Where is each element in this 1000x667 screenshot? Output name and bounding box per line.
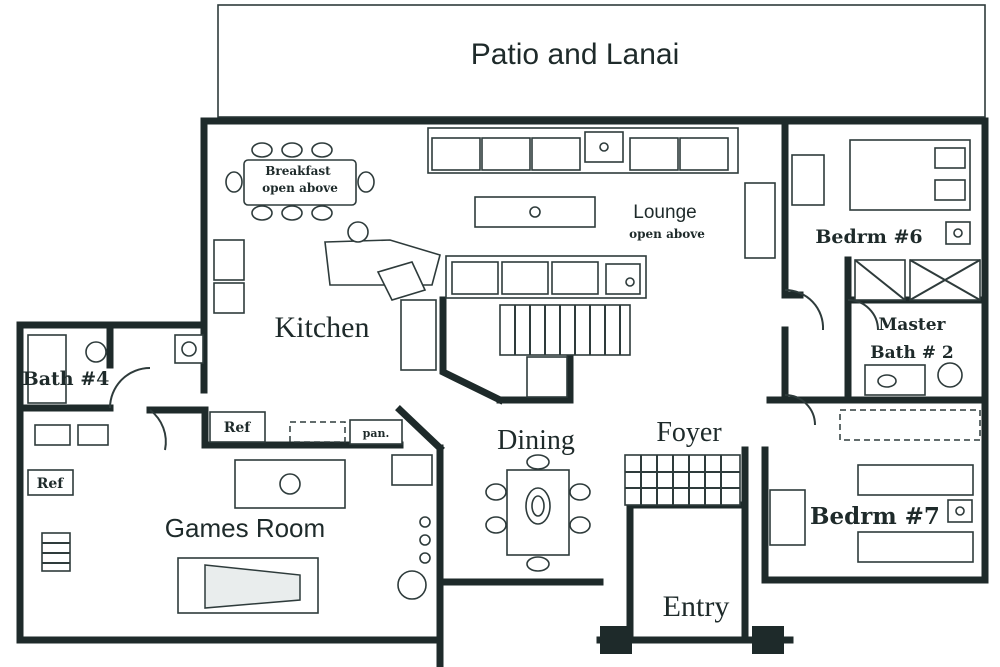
foyer-label: Foyer xyxy=(656,417,722,448)
patio-label: Patio and Lanai xyxy=(471,38,680,71)
bedroom6-furniture xyxy=(791,139,971,245)
master-bath-fixtures xyxy=(854,259,981,396)
entry-label: Entry xyxy=(663,590,730,623)
breakfast-label: Breakfast xyxy=(265,164,331,178)
bedroom7-label: Bedrm #7 xyxy=(810,503,940,530)
walls xyxy=(16,117,989,667)
bedroom7-furniture xyxy=(769,409,981,563)
staircase xyxy=(499,304,631,398)
dining-table xyxy=(485,454,591,572)
lounge-couch-top xyxy=(427,127,739,174)
kitchen-counters xyxy=(174,221,441,371)
dining-label: Dining xyxy=(497,425,575,456)
bedroom6-label: Bedrm #6 xyxy=(815,226,922,248)
bath4-fixtures xyxy=(27,334,107,404)
patio-lanai-area: Patio and Lanai xyxy=(217,4,986,118)
master-bath-label-line2: Bath # 2 xyxy=(870,343,954,363)
lounge-note: open above xyxy=(629,227,705,241)
lounge-label: Lounge xyxy=(633,202,696,223)
ref-games-label: Ref xyxy=(37,476,65,492)
ref-kitchen-label: Ref xyxy=(224,420,252,436)
lounge-couch-lower xyxy=(445,255,647,299)
bath4-label: Bath #4 xyxy=(23,368,110,390)
games-room-furniture xyxy=(34,424,433,614)
breakfast-table xyxy=(225,142,375,221)
pantry-label: pan. xyxy=(363,427,390,440)
master-bath-label-line1: Master xyxy=(878,315,946,335)
kitchen-label: Kitchen xyxy=(275,311,370,344)
foyer-tiles xyxy=(624,454,741,506)
breakfast-note: open above xyxy=(262,181,338,195)
games-room-label: Games Room xyxy=(165,513,325,543)
